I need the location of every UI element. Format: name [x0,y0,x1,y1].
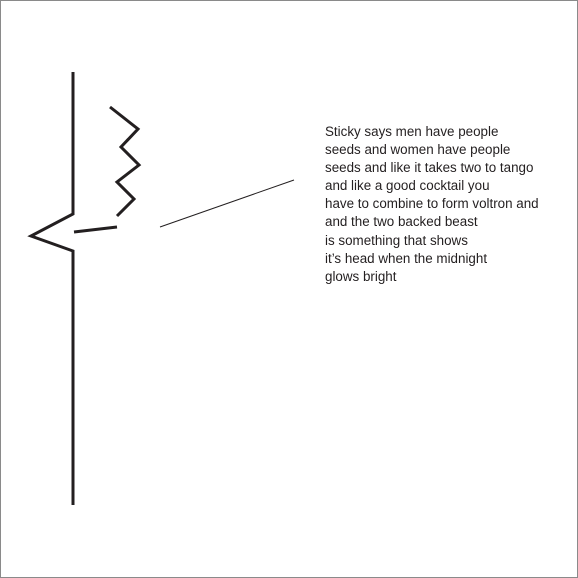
caption-line: and like a good cocktail you [325,178,490,194]
caption-line: have to combine to form voltron and [325,196,539,212]
caption-line: glows bright [325,268,397,284]
caption-line: and the two backed beast [325,214,478,230]
pointer-line [159,179,295,228]
caption-line: it’s head when the midnight [325,250,488,266]
zigzag-squiggle [109,105,142,218]
vertical-stick [27,72,75,505]
caption-line: seeds and like it takes two to tango [325,160,534,176]
short-stroke [73,225,118,234]
caption-line: seeds and women have people [325,142,511,158]
caption-text: Sticky says men have people seeds and wo… [325,123,575,286]
caption-line: Sticky says men have people [325,124,499,139]
caption-line: is something that shows [325,232,468,248]
